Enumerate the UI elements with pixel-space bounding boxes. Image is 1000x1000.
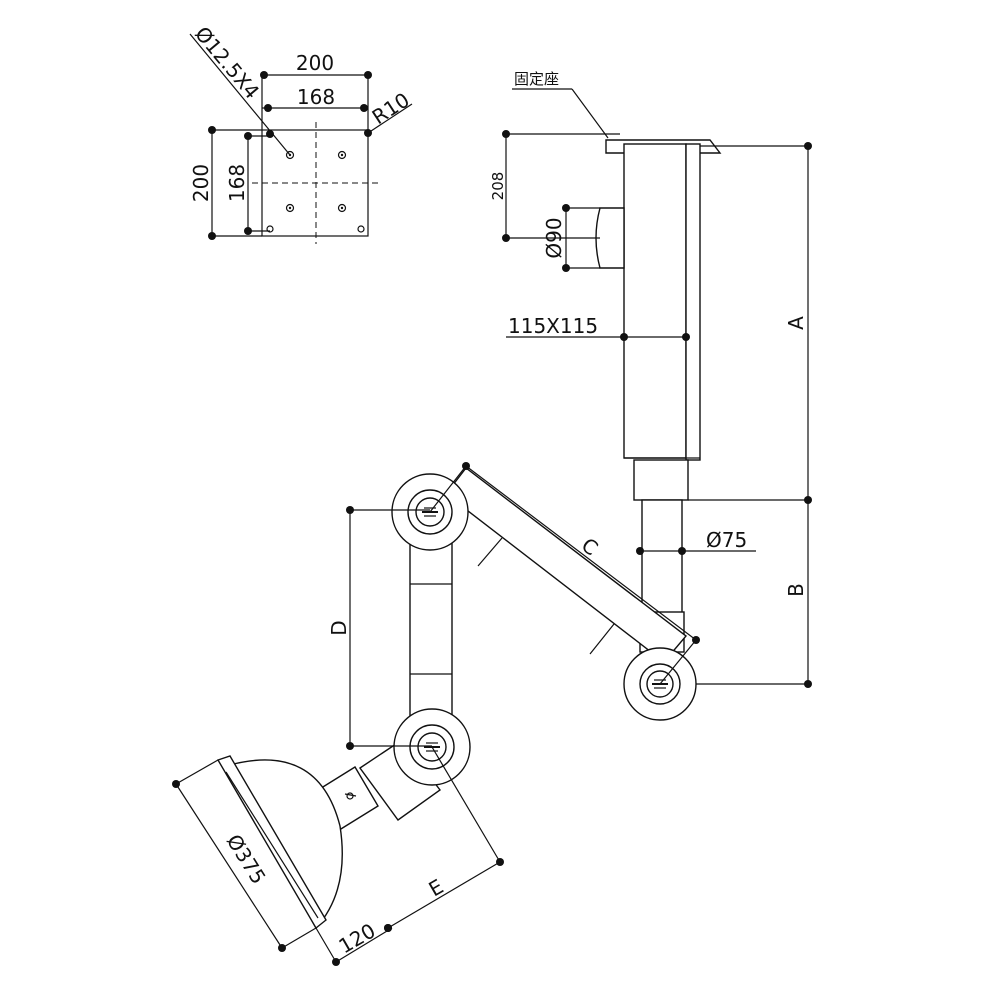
column-section-label: 115X115 [508,314,598,338]
mount-column-view: 固定座 208 Ø90 115X115 A B Ø75 [489,70,812,688]
mounting-holes [266,150,365,233]
base-hole-spacing-x-label: 168 [297,85,335,109]
side-boss [595,207,625,269]
vertical-tube [641,499,683,615]
base-hole-spacing-y-label: 168 [225,164,249,202]
base-height-label: 200 [189,164,213,202]
column-collar [633,459,689,501]
corner-radius-label: R10 [368,88,414,130]
dimension-e-label: E [425,874,448,901]
dimension-a-label: A [784,316,808,330]
diameter-75-label: Ø75 [706,528,747,552]
hood-depth-label: 120 [335,918,380,958]
upper-arm-segment [445,467,688,663]
main-column [623,143,687,459]
hole-diameter-label: Ø12.5X4 [190,22,264,104]
dimension-b-label: B [784,583,808,597]
joint-top [391,473,469,551]
articulated-arm: C D E [309,462,700,932]
lower-arm-segment [359,739,441,821]
dimension-d-label: D [327,620,351,635]
fixed-seat-label: 固定座 [514,70,559,88]
height-208-label: 208 [489,172,507,201]
hood-rim [216,755,327,930]
base-plate-view: 200 168 200 168 Ø12.5X4 R10 [189,22,414,244]
suction-hood: Ø375 120 [172,755,393,966]
diameter-90-label: Ø90 [542,217,566,258]
base-width-label: 200 [296,51,334,75]
